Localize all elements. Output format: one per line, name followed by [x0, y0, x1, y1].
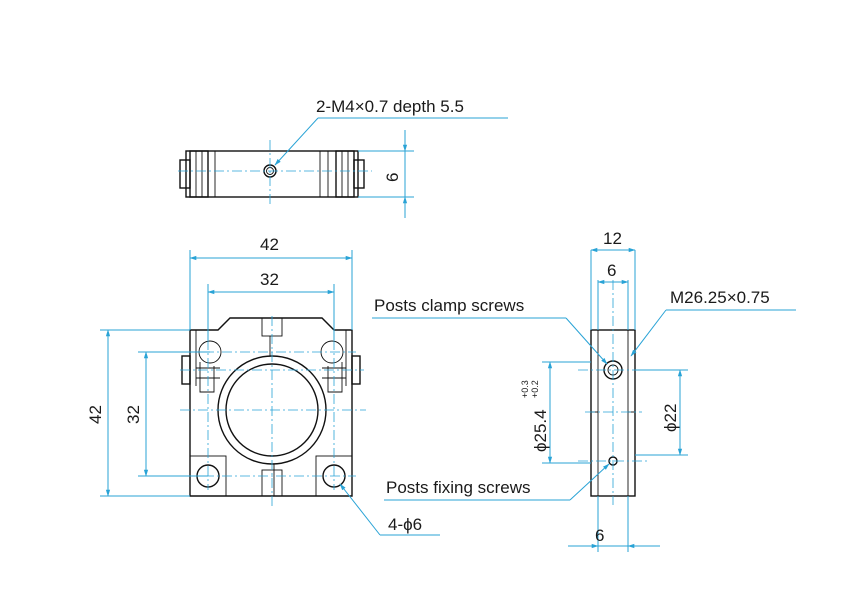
side-bore-label: ϕ25.4 [531, 409, 550, 452]
side-thread-callout: M26.25×0.75 [670, 288, 770, 307]
clamp-screws-callout: Posts clamp screws [374, 296, 524, 315]
side-width-inner-label: 6 [607, 261, 616, 280]
front-height-outer-label: 42 [86, 405, 105, 424]
front-holes-callout: 4-ϕ6 [388, 515, 422, 534]
side-width-outer-label: 12 [603, 229, 622, 248]
top-view-thickness-label: 6 [383, 173, 402, 182]
side-view: 12 6 6 ϕ25.4 +0.3 +0.2 ϕ22 Posts clamp s… [372, 229, 796, 552]
front-height-inner-label: 32 [124, 405, 143, 424]
side-bottom-width-label: 6 [595, 526, 604, 545]
side-bore-tol-upper: +0.3 [520, 380, 530, 398]
top-view-body [185, 150, 359, 198]
top-thread-callout: 2-M4×0.7 depth 5.5 [316, 97, 464, 116]
front-width-outer-label: 42 [260, 235, 279, 254]
top-view: 6 2-M4×0.7 depth 5.5 [178, 97, 508, 218]
side-diameter-label: ϕ22 [661, 404, 680, 432]
front-width-inner-label: 32 [260, 270, 279, 289]
front-view-body [189, 317, 353, 497]
side-bore-tol-lower: +0.2 [530, 380, 540, 398]
fixing-screws-callout: Posts fixing screws [386, 478, 531, 497]
front-view: 42 32 42 32 4-ϕ6 [86, 235, 440, 536]
